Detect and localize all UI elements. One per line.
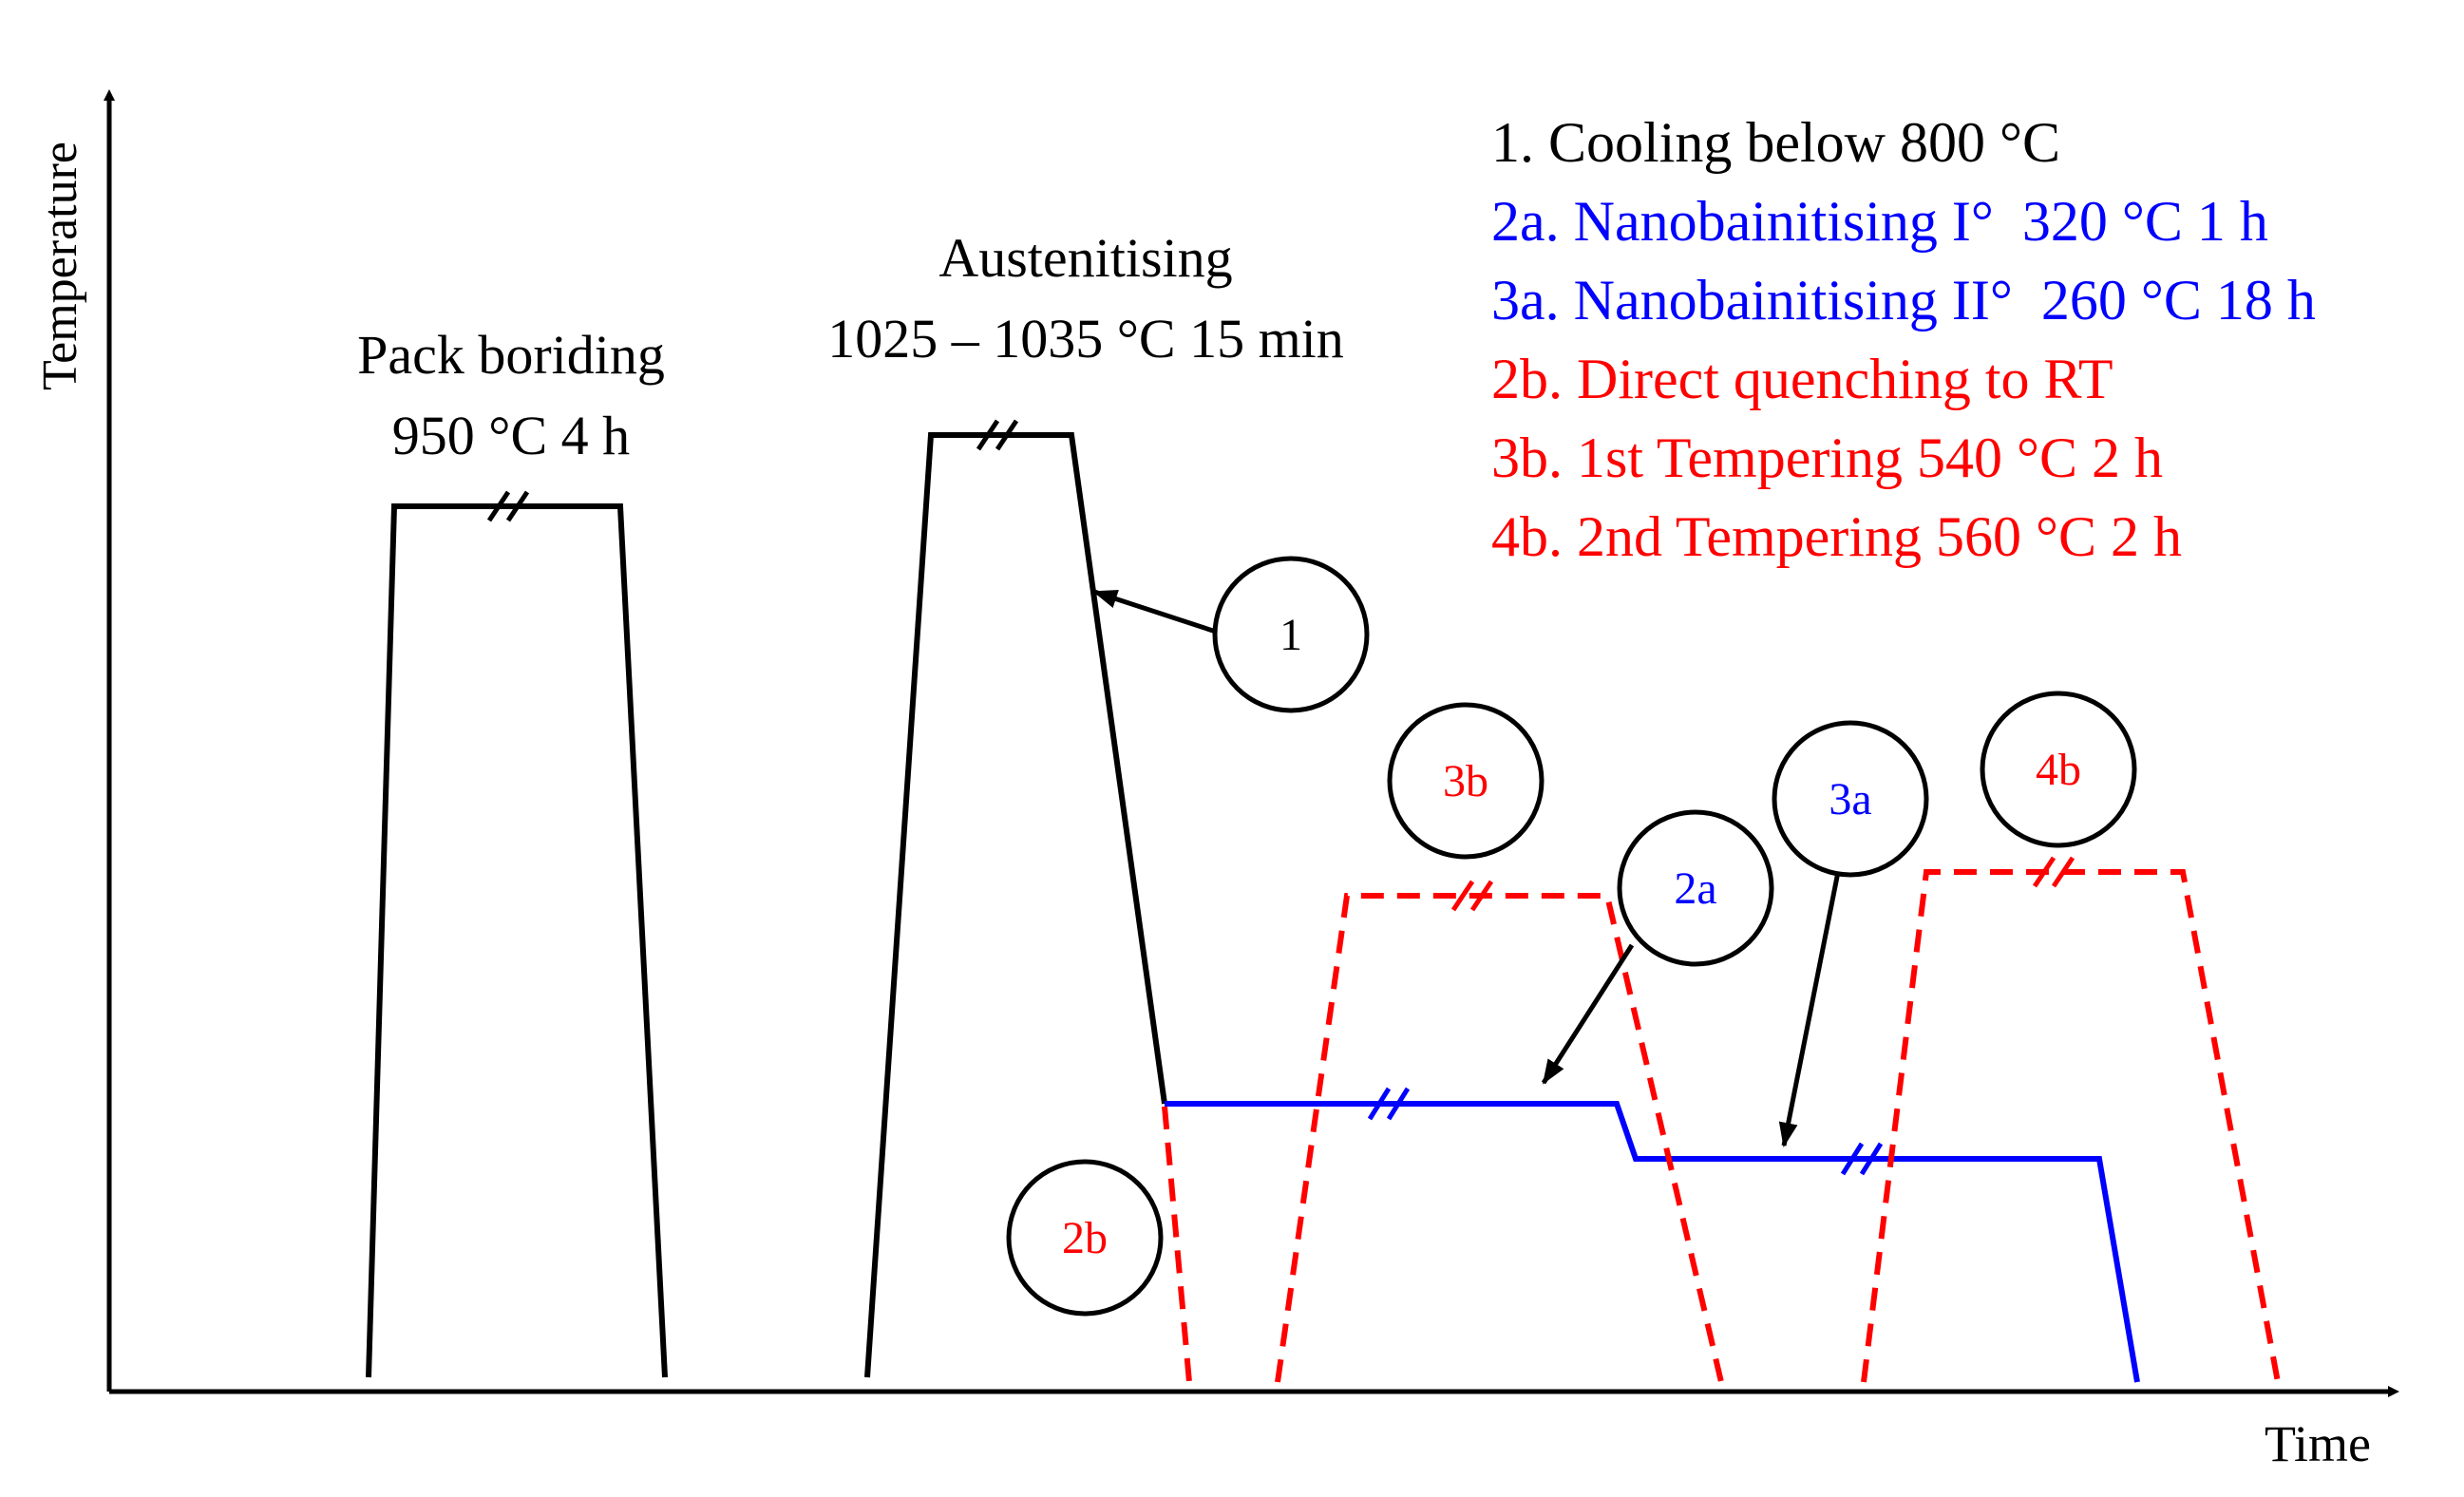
- boriding-curve: [366, 490, 668, 1378]
- marker-2a-label: 2a: [1674, 863, 1716, 914]
- marker-2a: 2a: [1617, 809, 1774, 967]
- pointer-arrow-2a: [1541, 943, 1635, 1085]
- quench-temper-curves: [1162, 869, 2281, 1383]
- marker-3b: 3b: [1387, 702, 1545, 860]
- tempering-break-marks: [1450, 856, 2075, 912]
- marker-1: 1: [1212, 556, 1370, 713]
- pointer-arrow-3a: [1778, 871, 1841, 1147]
- marker-2b: 2b: [1006, 1159, 1164, 1317]
- legend: 1. Cooling below 800 °C 2a. Nanobainitis…: [1491, 111, 2316, 568]
- austenitising-curve: [864, 419, 1167, 1378]
- boriding-label-line2: 950 °C 4 h: [392, 405, 630, 466]
- legend-item-3b: 3b. 1st Tempering 540 °C 2 h: [1491, 426, 2163, 489]
- legend-item-1: 1. Cooling below 800 °C: [1491, 111, 2060, 174]
- legend-item-2b: 2b. Direct quenching to RT: [1491, 348, 2113, 410]
- marker-4b: 4b: [1980, 691, 2137, 848]
- y-axis-label: Temperature: [33, 142, 87, 390]
- x-axis-label: Time: [2265, 1415, 2371, 1472]
- marker-1-label: 1: [1279, 610, 1302, 660]
- legend-item-4b: 4b. 2nd Tempering 560 °C 2 h: [1491, 505, 2182, 568]
- nanobainitising-curve: [1165, 1087, 2140, 1383]
- marker-3a-label: 3a: [1829, 774, 1871, 824]
- marker-3a: 3a: [1772, 720, 1929, 878]
- marker-3b-label: 3b: [1443, 756, 1488, 806]
- legend-item-2a: 2a. Nanobainitising I° 320 °C 1 h: [1491, 190, 2268, 253]
- pointer-arrow-1: [1092, 589, 1217, 635]
- austenitising-label-line1: Austenitising: [938, 227, 1232, 289]
- boriding-label-line1: Pack boriding: [357, 324, 665, 386]
- legend-item-3a: 3a. Nanobainitising II° 260 °C 18 h: [1491, 269, 2316, 332]
- marker-4b-label: 4b: [2036, 745, 2081, 795]
- marker-2b-label: 2b: [1062, 1213, 1108, 1263]
- austenitising-label-line2: 1025 – 1035 °C 15 min: [827, 308, 1344, 370]
